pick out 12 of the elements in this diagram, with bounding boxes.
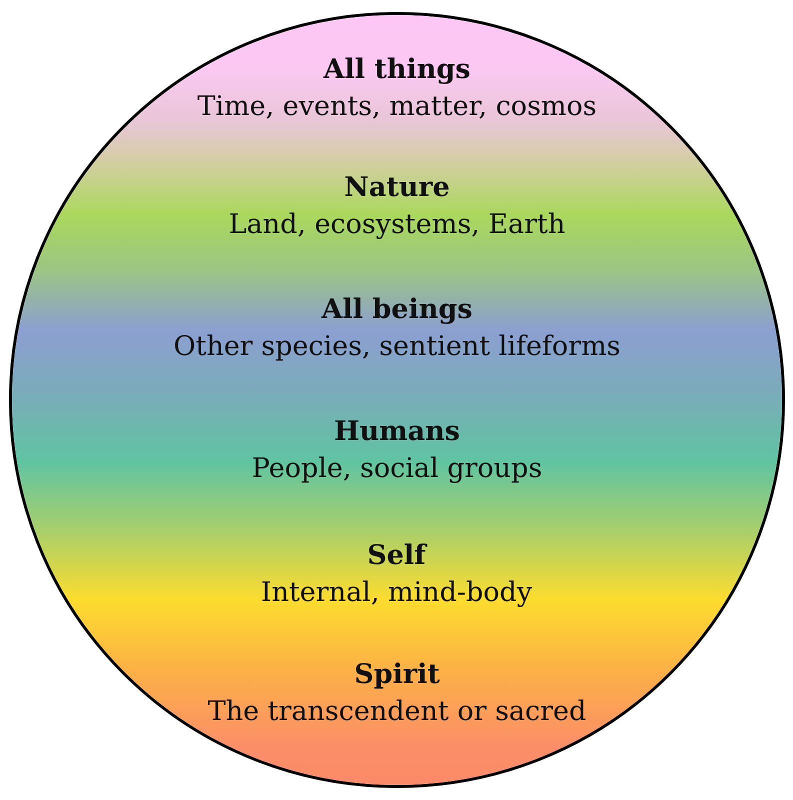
band-description: Time, events, matter, cosmos [197,90,597,124]
band-description: Internal, mind-body [260,576,532,610]
band-description: Other species, sentient lifeforms [173,330,621,364]
band-heading: Nature [344,171,450,206]
band-description: Land, ecosystems, Earth [228,208,566,242]
band-heading: Self [367,538,426,573]
band-heading: All things [324,53,470,88]
band-heading: All beings [322,293,472,328]
band-heading: Spirit [354,658,440,692]
band-description: People, social groups [252,452,542,486]
band-heading: Humans [334,415,460,450]
band-description: The transcendent or sacred [208,694,586,728]
